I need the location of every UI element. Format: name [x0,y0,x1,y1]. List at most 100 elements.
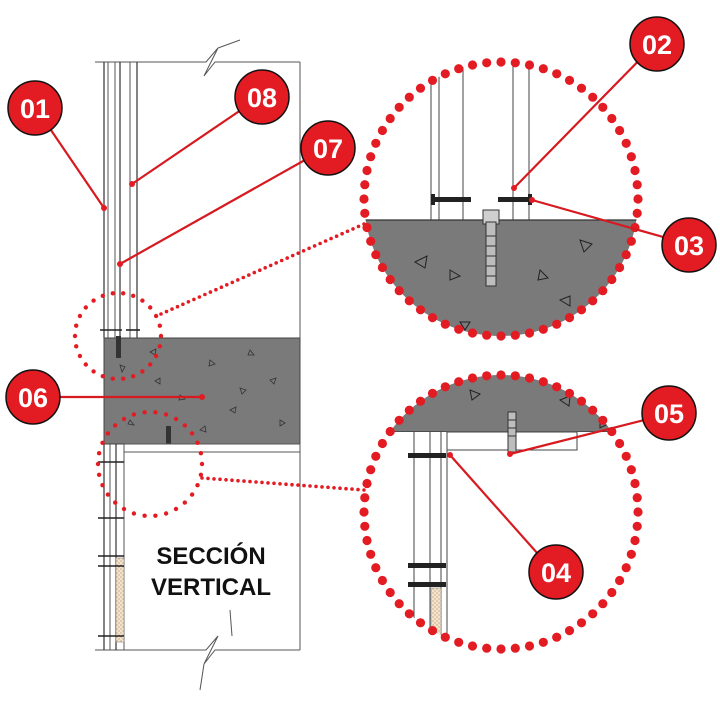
ring-dot [440,632,450,642]
connector-dot [301,249,306,253]
connector-dot [318,241,322,246]
ring-dot [198,472,204,477]
connector-dot [192,297,196,302]
ring-dot [394,415,404,425]
screw-left [431,194,471,205]
connector-dot [263,266,268,270]
ring-dot [96,472,102,477]
ring-dot [632,208,642,218]
callout-02: 02 [629,16,685,72]
connector-dot [302,483,306,488]
ring-dot [153,353,159,359]
connector-dot [356,487,360,492]
ring-dot [576,396,587,406]
ring-dot [366,465,376,475]
callout-05: 05 [641,385,697,441]
ring-dot [385,274,395,285]
svg-text:03: 03 [674,231,704,261]
ring-dot [496,370,506,380]
ring-dot [377,575,387,586]
ring-dot [404,296,414,306]
ring-dot [195,440,200,445]
ring-dot [153,313,159,319]
ring-dot [394,286,404,296]
ring-dot [564,626,575,636]
callout-06: 06 [5,369,61,425]
ring-dot [74,344,79,349]
ring-dot [100,374,106,379]
ring-dot [377,125,387,136]
callout-07: 07 [300,120,356,176]
ring-dot [140,298,145,303]
ring-dot [564,75,575,85]
ring-dot [588,296,598,306]
ring-dot [371,138,381,148]
ring-dot [440,69,450,79]
connector-dot [320,485,324,489]
ring-dot [630,478,640,489]
ring-dot [100,440,105,445]
connector-dot [197,295,202,299]
detail-marker-bottom [95,410,205,518]
connector-dot [266,481,270,485]
svg-text:08: 08 [247,83,277,113]
detail-zoom-top [359,57,643,341]
ring-dot [615,262,625,273]
ring-dot [163,511,169,516]
ring-dot [366,152,376,162]
ring-dot [83,305,89,310]
connector-dot [314,484,318,489]
ring-dot [588,92,598,102]
connector-dot [278,482,282,486]
ring-dot [95,461,101,467]
connector-dot [206,476,210,481]
ring-dot [510,371,520,381]
ring-dot [482,58,492,68]
ring-dot [588,405,598,415]
ring-dot [360,180,370,190]
main-section [72,39,366,691]
ring-dot [632,493,642,503]
ring-dot [538,324,548,334]
ring-dot [83,362,89,367]
connector-dot [279,258,284,263]
ring-dot [394,599,404,609]
ring-dot [91,369,96,374]
ring-dot [371,563,381,573]
ring-dot [538,377,548,387]
ring-dot [607,587,617,598]
connector-dot [247,273,251,277]
connector-dot [254,480,258,484]
ring-dot [564,388,575,398]
connector-dot [242,479,246,483]
connector-dot [175,304,180,309]
ring-dot [621,563,631,573]
connector-dot [329,236,333,241]
svg-text:02: 02 [642,30,672,60]
connector-dot [181,302,185,307]
ring-dot [362,535,372,546]
connector-dot [241,275,246,280]
ring-dot [360,208,370,218]
ring-dot [467,328,478,338]
ring-dot [404,609,414,619]
ring-dot [427,388,438,398]
connector-dot [203,292,207,297]
ring-dot [454,324,464,334]
ring-dot [510,330,520,340]
connector-dot [258,268,262,273]
ring-dot [630,165,640,176]
ring-dot [105,431,111,436]
ring-dot [360,521,370,531]
ring-dot [110,376,116,381]
connector-dot [334,234,339,238]
connector-dot [186,300,191,304]
ring-dot [552,382,562,392]
ring-dot [524,328,535,338]
ring-dot [100,483,105,488]
ring-dot [482,371,492,381]
break-line-bottom [95,609,300,691]
ring-dot [626,152,636,162]
title-line-1: SECCIÓN [156,542,265,570]
ring-dot [105,492,111,497]
